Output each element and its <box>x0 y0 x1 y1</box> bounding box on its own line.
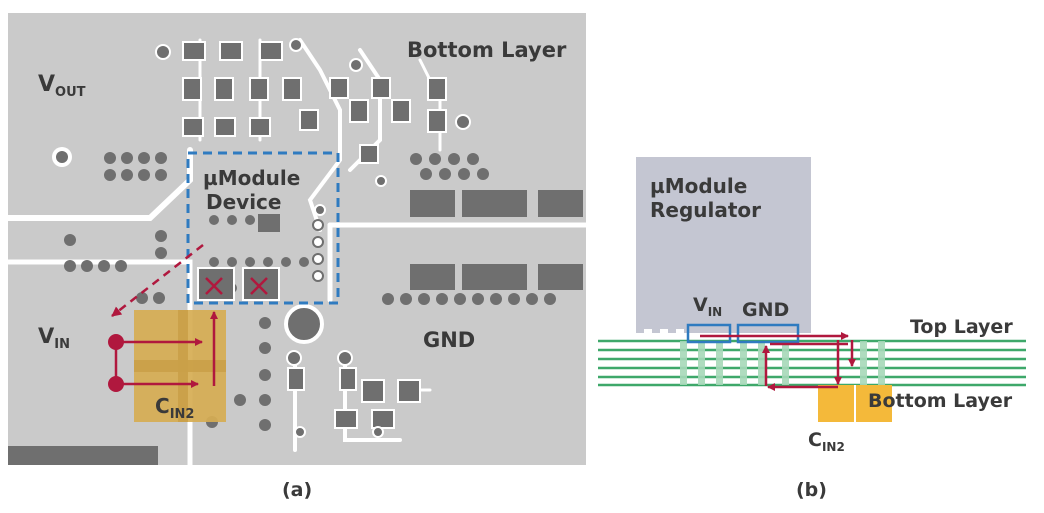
label-module-regulator-line1: µModule <box>650 174 747 198</box>
bottom-left-copper <box>8 446 158 465</box>
panel-b-cross-section: µModule Regulator VIN GND Top Layer Bott… <box>598 157 1026 501</box>
label-vin: VIN <box>38 324 70 352</box>
right-pads <box>410 190 583 290</box>
label-module-line1: µModule <box>203 166 300 190</box>
module-body <box>636 157 811 333</box>
label-module-regulator-line2: Regulator <box>650 198 761 222</box>
module-pins <box>644 329 684 334</box>
label-bottom-layer-b: Bottom Layer <box>868 390 1013 412</box>
pcb-vias <box>680 341 885 385</box>
caption-a: (a) <box>282 479 312 501</box>
label-bottom-layer: Bottom Layer <box>407 38 567 62</box>
gnd-pad-outline <box>736 323 800 344</box>
bottom-components <box>286 350 421 438</box>
module-footprint <box>186 151 340 344</box>
cin2-capacitor <box>134 310 226 422</box>
top-components <box>182 41 447 164</box>
label-module-line2: Device <box>206 190 281 214</box>
label-top-layer: Top Layer <box>910 316 1013 338</box>
right-via-rows <box>382 153 556 305</box>
pcb-layers <box>598 339 1026 387</box>
via-cross-marks <box>205 277 268 295</box>
module-outline <box>186 151 340 305</box>
label-vin-b: VIN <box>693 294 722 319</box>
label-cin2-b: CIN2 <box>808 429 845 454</box>
vin-pad-outline <box>686 323 732 344</box>
label-gnd: GND <box>423 328 475 352</box>
label-gnd-b: GND <box>742 299 789 321</box>
left-vias <box>52 147 271 431</box>
input-current-path <box>108 244 218 392</box>
current-loop <box>700 332 856 391</box>
label-vout: VOUT <box>38 72 86 100</box>
label-cin2: CIN2 <box>155 394 194 422</box>
caption-b: (b) <box>796 479 827 501</box>
panel-a-pcb-layout: Bottom Layer VOUT µModule Device VIN GND… <box>5 13 589 501</box>
top-vias <box>155 38 471 216</box>
